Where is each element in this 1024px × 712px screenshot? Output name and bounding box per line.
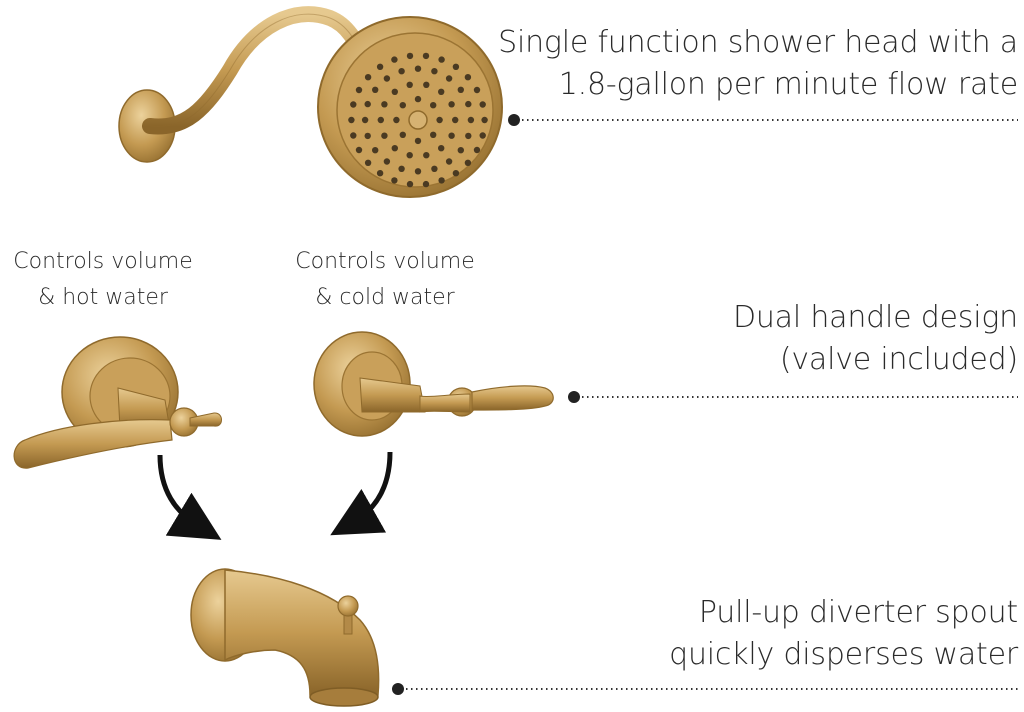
nozzle-dot	[479, 101, 486, 108]
nozzle-dot	[372, 86, 379, 94]
nozzle-dot	[422, 180, 430, 188]
nozzle-dot	[399, 102, 406, 109]
nozzle-dot	[445, 158, 453, 165]
nozzle-dot	[398, 165, 405, 172]
nozzle-dot	[465, 100, 472, 108]
nozzle-dot	[376, 170, 384, 177]
nozzle-dot	[448, 132, 455, 139]
nozzle-dot	[361, 116, 369, 124]
handles-callout-line1: Dual handle design	[732, 300, 1018, 335]
nozzle-dot	[348, 116, 355, 124]
nozzle-dot	[383, 158, 391, 165]
handles-callout: Dual handle design (valve included)	[733, 297, 1018, 381]
hot-handle-label-line2: & hot water	[38, 285, 168, 310]
nozzle-dot	[473, 146, 481, 154]
nozzle-dot	[438, 56, 445, 63]
nozzle-dot	[381, 101, 388, 108]
nozzle-dot	[423, 81, 430, 89]
nozzle-dot	[355, 146, 363, 154]
nozzle-dot	[364, 100, 371, 108]
nozzle-dot	[398, 68, 405, 75]
nozzle-dot	[372, 147, 379, 154]
nozzle-dot	[431, 165, 438, 172]
cold-handle-image	[313, 331, 554, 437]
nozzle-dot	[423, 152, 430, 159]
hot-arrow-icon	[157, 454, 222, 540]
nozzle-dot	[481, 116, 488, 124]
nozzle-dot	[355, 86, 363, 94]
nozzle-dot	[364, 159, 372, 166]
nozzle-dot	[465, 132, 472, 140]
handles-leader	[568, 391, 1018, 403]
nozzle-dot	[422, 52, 430, 60]
nozzle-dot	[406, 180, 414, 188]
nozzle-dot	[464, 74, 472, 81]
cold-handle-label-line1: Controls volume	[295, 249, 475, 274]
nozzle-dot	[464, 159, 472, 166]
spout-callout: Pull-up diverter spout quickly disperses…	[669, 592, 1018, 676]
nozzle-dot	[438, 88, 445, 96]
nozzle-dot	[391, 177, 398, 184]
nozzle-dot	[430, 131, 437, 138]
cold-handle-label-line2: & cold water	[315, 285, 455, 310]
nozzle-dot	[364, 74, 372, 81]
nozzle-dot	[436, 116, 443, 124]
nozzle-dot	[381, 132, 388, 139]
nozzle-dot	[414, 137, 422, 145]
spout-callout-line1: Pull-up diverter spout	[698, 595, 1018, 630]
shower-head-leader	[508, 114, 1018, 126]
nozzle-dot	[364, 132, 371, 140]
shower-head-callout-line2: 1.8-gallon per minute flow rate	[558, 67, 1018, 102]
nozzle-dot	[448, 101, 455, 108]
nozzle-dot	[377, 116, 384, 124]
nozzle-dot	[457, 147, 464, 154]
shower-head-callout: Single function shower head with a 1.8-g…	[498, 22, 1018, 106]
nozzle-dot	[406, 52, 414, 60]
nozzle-dot	[430, 102, 437, 109]
nozzle-dot	[350, 101, 357, 108]
nozzle-dot	[452, 170, 460, 177]
nozzle-dot	[452, 63, 460, 70]
nozzle-dot	[376, 63, 384, 70]
nozzle-dot	[391, 145, 398, 152]
nozzle-dot	[406, 152, 413, 159]
cold-arrow-icon	[330, 451, 393, 536]
nozzle-dot	[391, 56, 398, 63]
nozzle-dot	[399, 131, 406, 138]
nozzle-dot	[383, 75, 391, 82]
nozzle-dot	[479, 132, 486, 139]
hot-handle-label-line1: Controls volume	[13, 249, 193, 274]
nozzle-dot	[414, 168, 422, 175]
hot-handle-label: Controls volume & hot water	[0, 244, 206, 316]
nozzle-dot	[350, 132, 357, 139]
nozzle-dot	[406, 81, 413, 89]
nozzle-dot	[391, 88, 398, 96]
nozzle-dot	[445, 75, 453, 82]
nozzle-dot	[438, 145, 445, 152]
nozzle-dot	[393, 116, 400, 124]
nozzle-dot	[414, 65, 422, 72]
nozzle-dot	[473, 86, 481, 94]
cold-handle-label: Controls volume & cold water	[282, 244, 488, 316]
nozzle-dot	[452, 116, 459, 124]
shower-head-callout-line1: Single function shower head with a	[498, 25, 1018, 60]
tub-spout-image	[190, 568, 380, 707]
nozzle-dot	[438, 177, 445, 184]
nozzle-dot	[431, 68, 438, 75]
hot-handle-image	[13, 336, 222, 469]
shower-head-image	[118, 6, 503, 198]
handles-callout-line2: (valve included)	[779, 342, 1018, 377]
spout-leader	[392, 683, 1018, 695]
spout-callout-line2: quickly disperses water	[669, 637, 1018, 672]
nozzle-dot	[457, 86, 464, 94]
nozzle-dot	[467, 116, 475, 124]
nozzle-dot	[414, 95, 422, 103]
